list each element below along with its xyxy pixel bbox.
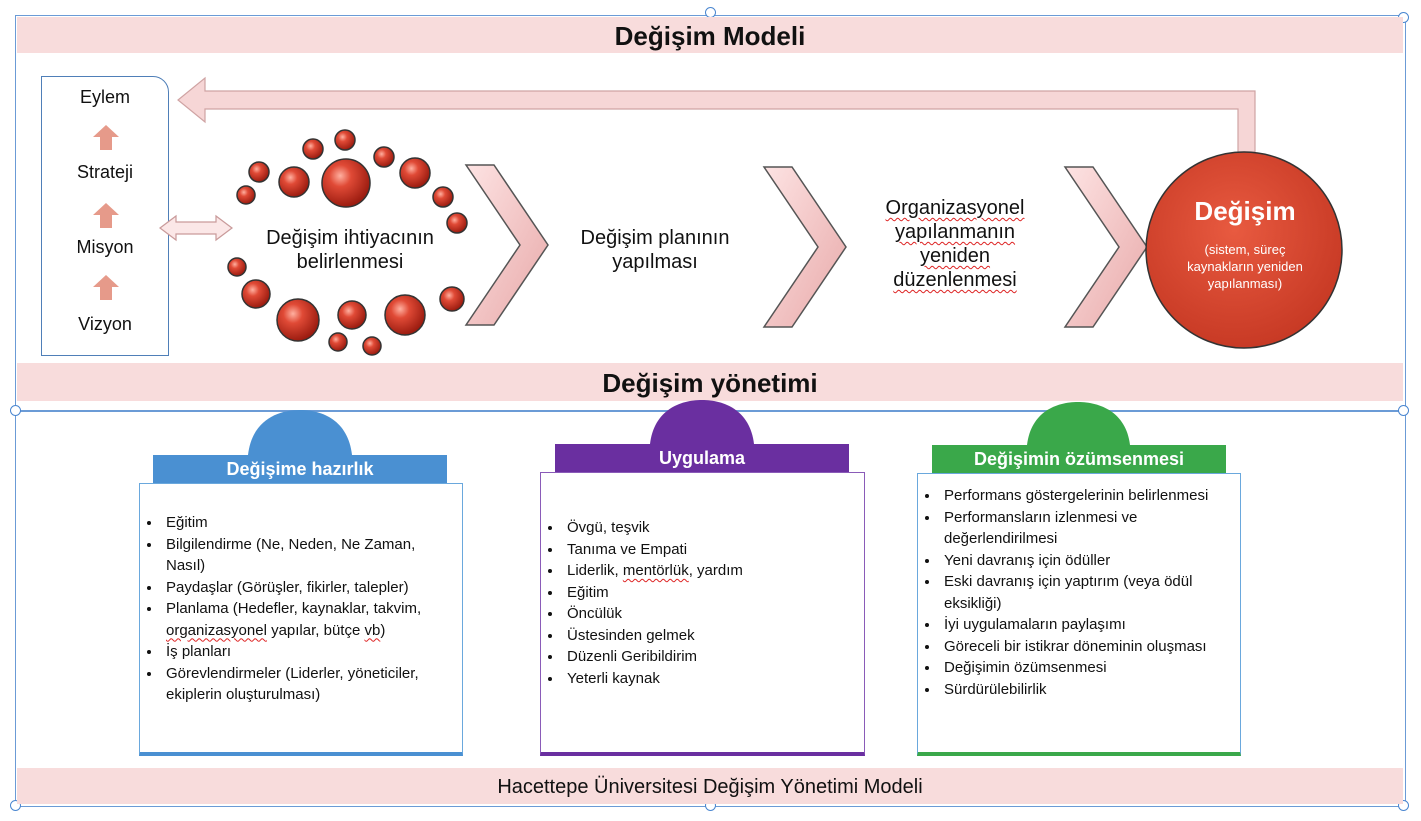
list-item: İş planları bbox=[162, 641, 458, 663]
management-title: Değişim yönetimi bbox=[17, 363, 1403, 401]
list-item: Üstesinden gelmek bbox=[563, 625, 853, 647]
model-title: Değişim Modeli bbox=[17, 17, 1403, 53]
up-arrow-icon bbox=[93, 203, 119, 228]
implementation-list: Övgü, teşvik Tanıma ve Empati Liderlik, … bbox=[541, 517, 853, 689]
stage-restructure-text: Organizasyonel yapılanmanın yeniden düze… bbox=[885, 197, 1025, 291]
stage-restructure: Organizasyonel yapılanmanın yeniden düze… bbox=[870, 196, 1040, 292]
ladder-item-misyon: Misyon bbox=[76, 237, 134, 257]
list-item: Eğitim bbox=[162, 512, 458, 534]
double-arrow-icon bbox=[159, 214, 233, 242]
feedback-arrow bbox=[177, 76, 1256, 153]
card-implementation: Övgü, teşvik Tanıma ve Empati Liderlik, … bbox=[540, 472, 865, 756]
list-item: Değişimin özümsenmesi bbox=[940, 657, 1240, 679]
change-subtitle: (sistem, süreç kaynakların yeniden yapıl… bbox=[1187, 242, 1303, 291]
resize-handle-bottom-left[interactable] bbox=[10, 800, 21, 811]
ladder-item-eylem: Eylem bbox=[79, 87, 130, 107]
ladder-item-vizyon: Vizyon bbox=[78, 314, 132, 334]
up-arrow-icon bbox=[93, 125, 119, 150]
resize-handle-bottom-right[interactable] bbox=[1398, 800, 1409, 811]
list-item: Yeni davranış için ödüller bbox=[940, 550, 1240, 572]
list-item: Yeterli kaynak bbox=[563, 668, 853, 690]
process-diagram bbox=[159, 76, 1343, 356]
list-item: Bilgilendirme (Ne, Neden, Ne Zaman, Nası… bbox=[162, 534, 458, 577]
up-arrow-icon bbox=[93, 275, 119, 300]
footer-caption: Hacettepe Üniversitesi Değişim Yönetimi … bbox=[17, 768, 1403, 804]
list-item: Liderlik, mentörlük, yardım bbox=[563, 560, 853, 582]
list-item: Planlama (Hedefler, kaynaklar, takvim, o… bbox=[162, 598, 458, 641]
list-item: Paydaşlar (Görüşler, fikirler, talepler) bbox=[162, 577, 458, 599]
card-internalization-header: Değişimin özümsenmesi bbox=[973, 449, 1185, 469]
list-item: Öncülük bbox=[563, 603, 853, 625]
list-item: Performans göstergelerinin belirlenmesi bbox=[940, 485, 1240, 507]
stage-plan: Değişim planının yapılması bbox=[580, 227, 730, 273]
change-title: Değişim bbox=[1194, 196, 1296, 226]
chevron-arrow-3 bbox=[1063, 166, 1148, 328]
list-item: Sürdürülebilirlik bbox=[940, 679, 1240, 701]
list-item: Düzenli Geribildirim bbox=[563, 646, 853, 668]
chevron-arrow-1 bbox=[464, 164, 549, 326]
list-item: Övgü, teşvik bbox=[563, 517, 853, 539]
bubbles-group bbox=[227, 129, 468, 356]
readiness-list: Eğitim Bilgilendirme (Ne, Neden, Ne Zama… bbox=[140, 512, 458, 706]
chevron-arrow-2 bbox=[762, 166, 847, 328]
card-internalization: Performans göstergelerinin belirlenmesi … bbox=[917, 473, 1241, 756]
card-implementation-header: Uygulama bbox=[658, 448, 746, 468]
internalization-list: Performans göstergelerinin belirlenmesi … bbox=[918, 485, 1240, 700]
stage-need: Değişim ihtiyacının belirlenmesi bbox=[266, 227, 434, 273]
list-item: Tanıma ve Empati bbox=[563, 539, 853, 561]
resize-handle-mid-right[interactable] bbox=[1398, 405, 1409, 416]
list-item: Görevlendirmeler (Liderler, yöneticiler,… bbox=[162, 663, 458, 706]
strategy-ladder: Eylem Strateji Misyon Vizyon bbox=[41, 76, 169, 356]
list-item: Eğitim bbox=[563, 582, 853, 604]
list-item: Göreceli bir istikrar döneminin oluşması bbox=[940, 636, 1240, 658]
ladder-item-strateji: Strateji bbox=[76, 162, 134, 182]
list-item: İyi uygulamaların paylaşımı bbox=[940, 614, 1240, 636]
card-readiness: Eğitim Bilgilendirme (Ne, Neden, Ne Zama… bbox=[139, 483, 463, 756]
resize-handle-mid-left[interactable] bbox=[10, 405, 21, 416]
card-readiness-header: Değişime hazırlık bbox=[226, 459, 374, 479]
list-item: Performansların izlenmesi ve değerlendir… bbox=[940, 507, 1240, 550]
list-item: Eski davranış için yaptırım (veya ödül e… bbox=[940, 571, 1240, 614]
change-circle bbox=[1145, 151, 1343, 349]
